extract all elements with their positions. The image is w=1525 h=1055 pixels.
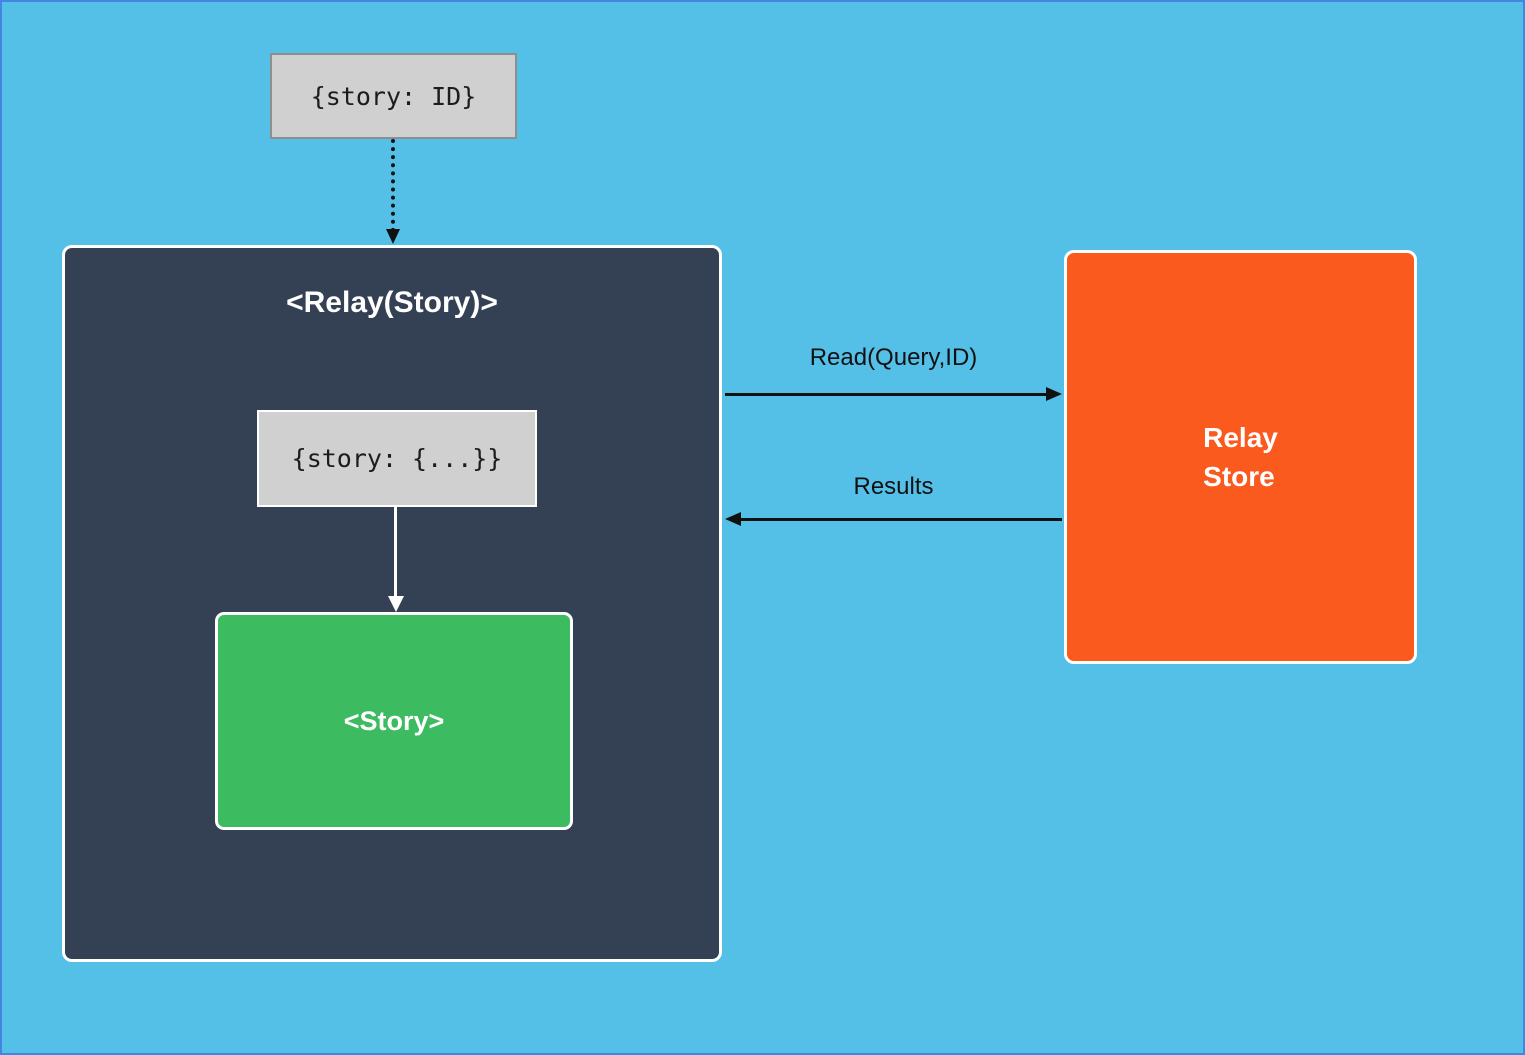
read-arrow-line <box>725 393 1048 396</box>
arrow-down-icon <box>386 229 400 244</box>
query-box: {story: ID} <box>270 53 517 139</box>
props-to-story-arrow-line <box>394 507 397 599</box>
arrow-down-white-icon <box>388 596 404 612</box>
results-arrow-label: Results <box>853 473 934 500</box>
props-box-label: {story: {...}} <box>291 444 503 473</box>
relay-container-title: <Relay(Story)> <box>286 286 498 319</box>
relay-store-label-line1: Relay <box>1203 422 1278 453</box>
story-box-label: <Story> <box>343 705 445 736</box>
story-component-box: <Story> <box>215 612 573 830</box>
results-arrow-line <box>741 518 1062 521</box>
relay-store-box: Relay Store <box>1064 250 1417 664</box>
read-arrow-label: Read(Query,ID) <box>809 344 978 371</box>
arrow-left-icon <box>725 512 741 526</box>
arrow-right-icon <box>1046 387 1062 401</box>
props-box: {story: {...}} <box>257 410 537 507</box>
query-box-label: {story: ID} <box>310 81 477 111</box>
relay-story-container: <Relay(Story)> {story: {...}} <Story> <box>62 245 722 962</box>
relay-store-label-line2: Store <box>1203 461 1275 492</box>
query-to-relay-arrow-line <box>391 139 395 232</box>
relay-store-label: Relay Store <box>1203 418 1278 496</box>
